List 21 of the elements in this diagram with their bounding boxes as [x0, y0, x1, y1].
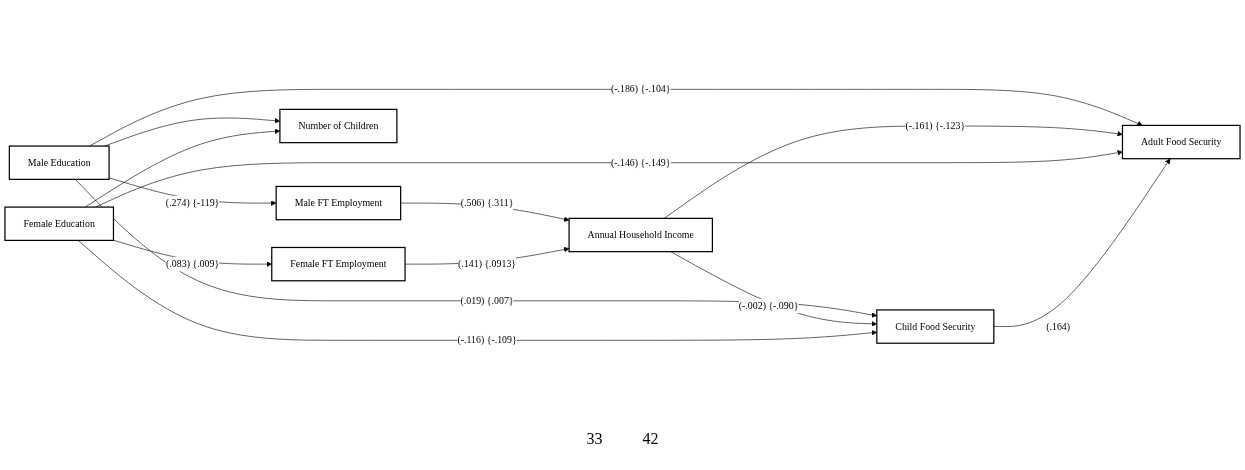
edge-label: (.164)	[1046, 321, 1071, 332]
edge-label: (.019) {.007}	[460, 295, 514, 306]
edge-label: (.141) {.0913}	[458, 258, 517, 270]
edge-label: (-.146) {-.149}	[610, 157, 671, 168]
node-box: Number of Children	[279, 108, 398, 144]
page-number: 33	[586, 430, 603, 448]
edge-label: (-.186) {-.104}	[610, 83, 671, 95]
page-number: 42	[642, 430, 659, 448]
edge-label: (-.161) {-.123}	[905, 120, 966, 132]
node-box: Annual Household Income	[568, 217, 713, 253]
edge-label: (-.002) {-.090}	[738, 300, 799, 312]
node-box: Male FT Employment	[275, 186, 402, 221]
node-box: Female Education	[4, 206, 115, 242]
node-box: Child Food Security	[876, 309, 995, 344]
edge-label: (.274) {-119}	[165, 197, 220, 209]
edge-label: (.506) {.311}	[460, 197, 514, 209]
node-box: Adult Food Security	[1121, 124, 1241, 160]
edge-label: (.083) {.009}	[166, 258, 220, 270]
node-box: Female FT Employment	[271, 247, 406, 282]
edge-label: (-.116) {-.109}	[457, 334, 517, 346]
node-box: Male Education	[8, 145, 110, 181]
